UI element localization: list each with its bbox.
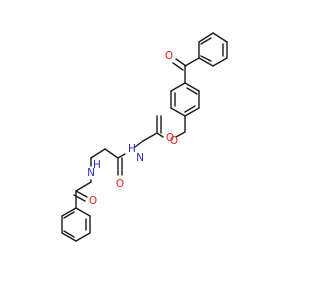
- bond: [198, 32, 214, 43]
- benzamide-carbonyl-oxygen-label: O: [89, 195, 97, 207]
- bond: [75, 232, 91, 242]
- benzamide-nitrogen-label: N: [87, 167, 95, 179]
- bond: [175, 131, 186, 138]
- atom-label-layer: O O O N H O N H O: [87, 50, 178, 207]
- bond: [200, 55, 212, 62]
- bond: [184, 105, 196, 113]
- bond: [61, 232, 77, 242]
- bond: [175, 58, 187, 67]
- bond: [104, 148, 119, 159]
- bond: [184, 107, 200, 117]
- molecule-structure: O O O N H O N H O: [61, 32, 228, 242]
- bond: [75, 181, 92, 192]
- bond: [90, 148, 106, 159]
- bond: [134, 140, 144, 148]
- bond: [184, 82, 200, 92]
- ketone-oxygen-label: O: [165, 50, 173, 62]
- bond: [75, 190, 88, 198]
- bond: [212, 57, 228, 67]
- benzamide-hydrogen-label: H: [93, 159, 101, 171]
- bond: [75, 207, 91, 217]
- bond: [63, 230, 75, 238]
- bond: [200, 37, 212, 45]
- amide-nitrogen-label: N: [136, 152, 144, 164]
- bond: [198, 57, 214, 67]
- bond: [212, 32, 228, 43]
- bond: [117, 153, 126, 159]
- bond: [184, 57, 200, 67]
- amide-carbonyl-oxygen-label: O: [116, 178, 124, 190]
- bond: [170, 82, 186, 92]
- bond-layer: [61, 32, 228, 242]
- amide-hydrogen-label: H: [128, 143, 136, 155]
- bond: [172, 62, 184, 71]
- bond: [63, 211, 75, 219]
- bond: [142, 132, 158, 142]
- ester-ether-oxygen-label: O: [166, 132, 174, 144]
- bond: [170, 107, 186, 117]
- bond: [156, 132, 164, 138]
- bond: [186, 87, 198, 95]
- bond: [61, 207, 77, 217]
- ester-carbonyl-oxygen-label: O: [170, 135, 178, 147]
